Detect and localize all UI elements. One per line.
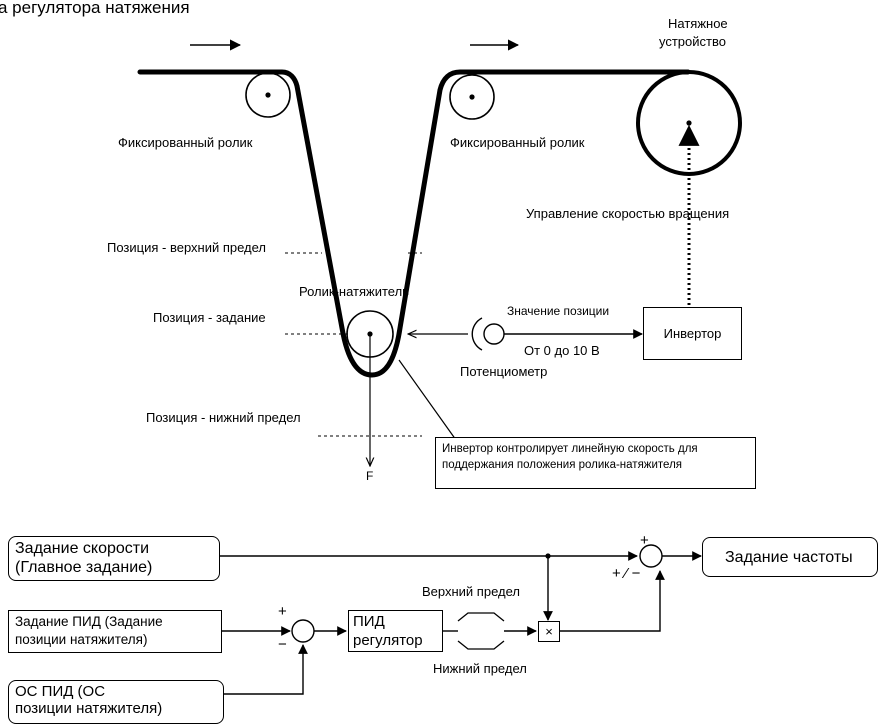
- sum-node-1: [291, 619, 315, 643]
- note-line-2: поддержания положения ролика-натяжителя: [442, 459, 683, 471]
- note-leader: [398, 359, 457, 441]
- pid-fb-box: ОС ПИД (ОС позиции натяжителя): [8, 680, 224, 724]
- freq-ref-box: Задание частоты: [702, 537, 878, 577]
- pid-ref-line-2: позиции натяжителя): [15, 632, 148, 647]
- mult-to-sum2-line: [560, 570, 665, 632]
- speed-tap-dot: [545, 553, 551, 559]
- pid-fb-line: [224, 644, 308, 695]
- speed-ref-line-2: (Главное задание): [15, 559, 153, 576]
- fixed-roller-right-icon: [449, 74, 495, 120]
- speed-ref-box: Задание скорости (Главное задание): [8, 536, 220, 581]
- note-line-1: Инвертор контролирует линейную скорость …: [442, 443, 698, 455]
- potentiometer-icon: [471, 317, 505, 351]
- fixed-roller-left-icon: [245, 72, 291, 118]
- tension-device-label-2: устройство: [659, 34, 726, 49]
- fixed-roller-right-label: Фиксированный ролик: [450, 135, 585, 150]
- sum2-plus-sign: +: [640, 532, 649, 549]
- pid-ref-line-1: Задание ПИД (Задание: [15, 614, 163, 629]
- limiter-icon: [457, 612, 505, 650]
- potentiometer-label: Потенциометр: [460, 364, 548, 379]
- dancer-roller-label: Ролик-натяжитель: [299, 284, 409, 299]
- voltage-range-label: От 0 до 10 В: [524, 343, 600, 358]
- pid-fb-line-1: ОС ПИД (ОС: [15, 683, 106, 700]
- force-label: F: [366, 469, 374, 483]
- inverter-label: Инвертор: [663, 326, 722, 341]
- multiplier-box: ×: [538, 621, 560, 642]
- tension-device-label-1: Натяжное: [668, 16, 728, 31]
- web-material: [137, 69, 691, 378]
- sum2-plusminus-sign: + ⁄ −: [612, 565, 641, 582]
- multiplier-symbol: ×: [545, 624, 553, 639]
- upper-limit-block-label: Верхний предел: [422, 584, 520, 599]
- position-value-label: Значение позиции: [507, 304, 610, 318]
- inverter-note-box: Инвертор контролирует линейную скорость …: [435, 437, 756, 489]
- inverter-box: Инвертор: [643, 307, 742, 360]
- pid-reg-line-1: ПИД: [353, 613, 385, 630]
- set-position-label: Позиция - задание: [153, 310, 266, 325]
- lower-limit-label: Позиция - нижний предел: [146, 410, 301, 425]
- freq-ref-label: Задание частоты: [725, 548, 853, 566]
- pid-ref-box: Задание ПИД (Задание позиции натяжителя): [8, 610, 222, 653]
- speed-ref-line-1: Задание скорости: [15, 540, 150, 557]
- page-title: а регулятора натяжения: [0, 0, 190, 17]
- pid-fb-line-2: позиции натяжителя): [15, 700, 163, 717]
- speed-control-label: Управление скоростью вращения: [526, 206, 730, 221]
- fixed-roller-left-label: Фиксированный ролик: [118, 135, 253, 150]
- pid-regulator-box: ПИД регулятор: [348, 610, 443, 652]
- sum1-minus-sign: −: [278, 636, 287, 653]
- pid-reg-line-2: регулятор: [353, 632, 423, 649]
- sum1-plus-sign: +: [278, 603, 287, 620]
- lower-limit-block-label: Нижний предел: [433, 661, 527, 676]
- upper-limit-label: Позиция - верхний предел: [107, 240, 267, 255]
